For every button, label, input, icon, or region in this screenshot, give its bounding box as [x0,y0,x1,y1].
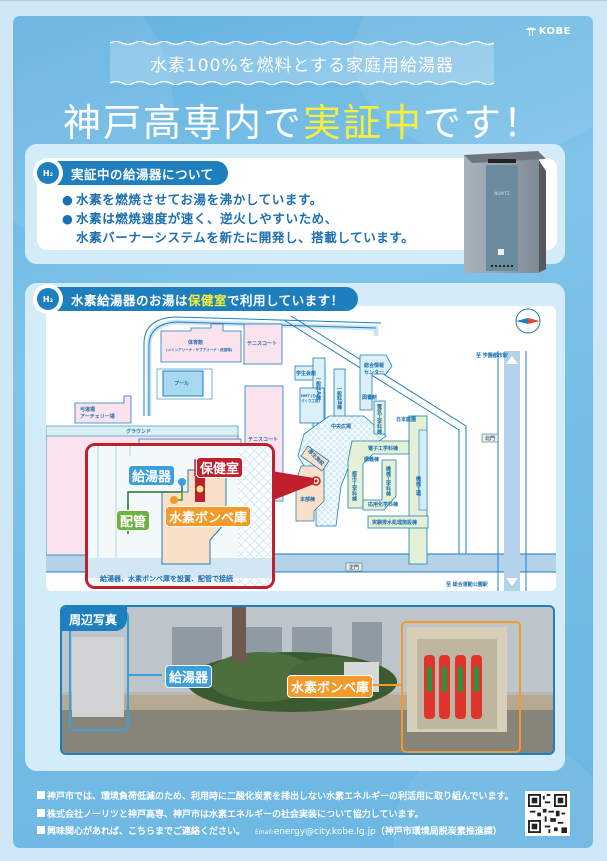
map-label-elec-eng: 電気工学科棟 [376,404,382,434]
map-label-info-center: 総合情報センター [363,363,384,376]
headline-highlight: 実証中 [302,101,423,145]
water-heater-image: NORITZ [464,151,546,273]
map-label-tennis-2: テニスコート [248,437,279,443]
map-label-gym-sub: (メインアリーナ・サブアリーナ・武道場) [166,348,233,352]
footer-line: 株式会社ノーリツと神戸高専、神戸市は水素エネルギーの社会実装について協力していま… [37,807,514,825]
bullet-dot-icon: ● [62,211,74,226]
map-label-factory: 機械工場 [415,476,421,496]
email-label: Email: [255,829,274,836]
square-bullet-icon [37,826,45,834]
callout-label-tank: 水素ボンベ庫 [165,506,252,527]
map-label-tennis-1: テニスコート [247,341,278,347]
headline-pre: 神戸高専内で [62,101,303,145]
product-brand-label: NORITZ [494,191,510,196]
kobe-mark-icon [525,27,536,36]
kobe-logo: KOBE [525,26,571,37]
map-label-civil-eng: 都市工学科棟 [351,471,357,501]
map-label-archery: 弓道場 [80,407,96,413]
email-link[interactable]: energy@city.kobe.lg.jp [273,827,376,837]
photos-title: 周辺写真 [62,607,128,631]
photo-label-tank: 水素ボンベ庫 [287,675,374,698]
map-label-main-building: 本部棟 [300,497,316,503]
subtitle-band: 水素100%を燃料とする家庭用給湯器 [110,40,494,86]
map-label-main-gate: 正門 [349,565,360,571]
qr-code-graphic [528,794,567,833]
map-label-library: 図書館 [362,395,378,401]
h2-droplet-icon: H₂ [33,158,63,188]
square-bullet-icon [37,791,45,799]
subtitle: 水素100%を燃料とする家庭用給湯器 [149,55,455,76]
bullet-text: 水素は燃焼速度が速く、逆火しやすいため、 [76,211,338,226]
footer-line-text: 株式会社ノーリツと神戸高専、神戸市は水素エネルギーの社会実装について協力していま… [47,809,424,820]
bullet-item: ●水素は燃焼速度が速く、逆火しやすいため、 [62,209,414,228]
footer-line-text: 神戸市では、環境負荷低減のため、利用時に二酸化炭素を排出しない水素エネルギーの利… [47,792,514,802]
map-label-applied-chem: 応用化学科棟 [368,502,399,508]
usage-title-highlight: 保健室 [188,292,228,308]
map-label-pool: プール [174,381,190,387]
map-label-student-hall: 学生会館 [296,371,317,377]
footer-line: 興味関心があれば、こちらまでご連絡ください。 Email:energy@city.… [37,824,514,842]
callout-caption: 給湯器、水素ボンベ庫を設置、配管で接続 [100,575,233,583]
map-label-garden: 日本庭園 [396,417,417,423]
wave-decoration [110,40,494,46]
map-label-mech-eng: 機械工学科棟 [385,466,391,496]
bullet-item: ●水素を燃焼させてお湯を沸かしています。 [62,190,414,209]
h2-droplet-icon: H₂ [33,284,63,314]
about-title-text: 実証中の給湯器について [71,166,214,182]
photo-label-heater: 給湯器 [165,665,213,688]
footer-line-text: 興味関心があれば、こちらまでご連絡ください。 [47,827,246,837]
surroundings-photo: 周辺写真 給湯器 水素ボンベ庫 [60,605,555,755]
department-name: （神戸市環境局脱炭素推進課） [375,827,502,837]
usage-section-title: 水素給湯器のお湯は保健室で利用しています！ [43,287,358,311]
map-label-north-gate: 北門 [485,436,496,442]
map-label-gym: 体育館 [188,340,204,346]
bullet-text: 水素を燃焼させてお湯を沸かしています。 [76,192,323,207]
map-label-general-a: 一般科A棟 [315,376,321,400]
h2-icon-text: H₂ [37,288,59,310]
map-label-to-sports-park: 至 総合運動公園駅 [446,582,488,588]
about-bullets: ●水素を燃焼させてお湯を沸かしています。 ●水素は燃焼速度が速く、逆火しやすいた… [62,190,414,247]
callout-label-pipe: 配管 [116,510,151,531]
headline: 神戸高専内で実証中です！ [13,92,593,147]
callout-label-heater: 給湯器 [128,465,176,486]
headline-post: です！ [423,101,544,145]
kobe-logo-text: KOBE [538,26,571,37]
footer-notes: 神戸市では、環境負荷低減のため、利用時に二酸化炭素を排出しない水素エネルギーの利… [37,789,514,842]
usage-title-post: で利用しています！ [227,292,344,308]
map-label-wastewater: 実験排水処理施設棟 [372,520,418,526]
bullet-text-continued: 水素バーナーシステムを新たに開発し、搭載しています。 [76,230,415,245]
footer-line: 神戸市では、環境負荷低減のため、利用時に二酸化炭素を排出しない水素エネルギーの利… [37,789,514,807]
map-label-electronic-eng: 電子工学科棟 [368,446,399,452]
callout-label-health-room: 保健室 [196,457,244,478]
h2-icon-text: H₂ [37,162,59,184]
square-bullet-icon [37,808,45,817]
map-label-general-b: 一般科B棟 [336,386,342,410]
usage-title-pre: 水素給湯器のお湯は [71,292,189,308]
map-label-central-plaza: 中央広場 [331,424,352,430]
map-label-to-gakuen: 至 学園都市駅 [476,353,508,359]
map-label-archery-2: アーチェリー場 [80,414,115,420]
about-section-title: 実証中の給湯器について [43,161,228,185]
map-label-nmt: NMT (ものづくり工房) [301,394,321,403]
wave-decoration [110,80,494,86]
bullet-dot-icon: ● [62,192,74,207]
map-label-lecture: 講義棟 [364,457,380,463]
map-label-ground: グラウンド [126,429,152,435]
qr-code-icon[interactable] [525,791,570,836]
